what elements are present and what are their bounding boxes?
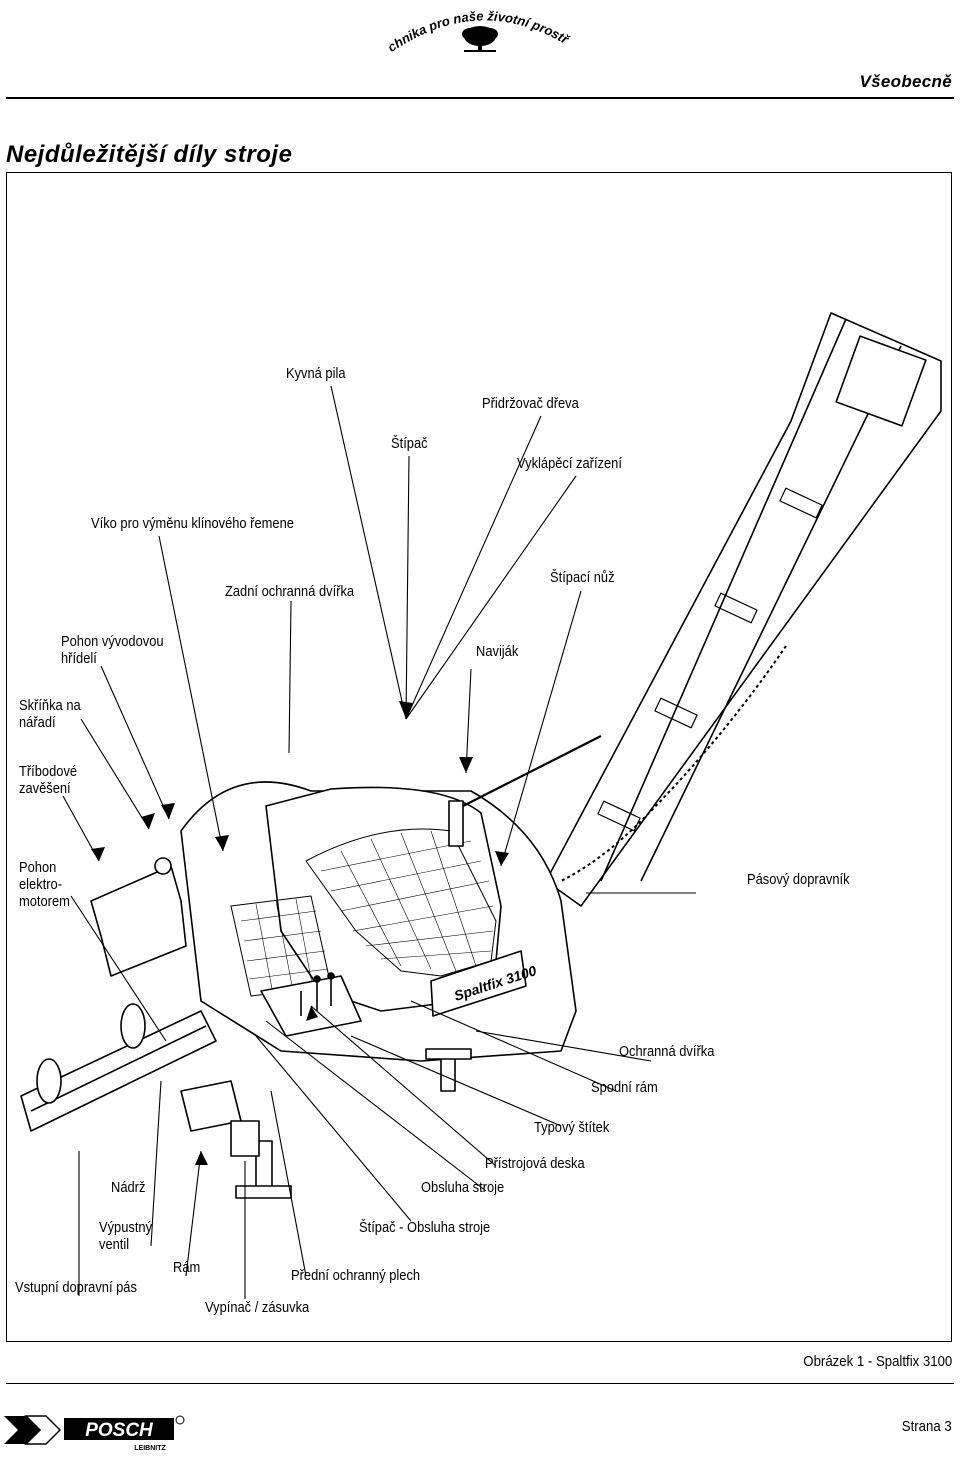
frame-drawing	[180, 1048, 472, 1199]
footer-rule	[6, 1383, 954, 1384]
conveyor-belt-drawing	[545, 312, 942, 907]
brand-slogan-logo: Technika pro naše životní prostředí	[380, 0, 580, 64]
label-vypustny-ventil: Výpustný ventil	[99, 1219, 153, 1253]
label-pohon-vyvodovou: Pohon vývodovou hřídelí	[61, 633, 164, 667]
label-vypinac: Vypínač / zásuvka	[205, 1299, 310, 1316]
label-nadrz: Nádrž	[111, 1179, 146, 1196]
label-obsluha-stroje: Obsluha stroje	[421, 1179, 505, 1196]
label-ochranna-dvirka: Ochranná dvířka	[619, 1043, 715, 1060]
machine-drawing: Spaltfix 3100	[20, 312, 942, 1299]
label-stipac: Štípač	[391, 435, 428, 452]
figure-caption: Obrázek 1 - Spaltfix 3100	[803, 1353, 952, 1370]
label-pasovy-dopravnik: Pásový dopravník	[747, 871, 850, 888]
label-pristrojova-deska: Přístrojová deska	[485, 1155, 585, 1172]
label-viko: Víko pro výměnu klínového řemene	[91, 515, 294, 532]
label-ram: Rám	[173, 1259, 201, 1276]
brand-name: POSCH	[85, 1420, 154, 1441]
label-stipaci-nuz: Štípací nůž	[550, 569, 615, 586]
brand-sub: LEIBNITZ	[134, 1445, 166, 1452]
posch-logo-icon: POSCH LEIBNITZ	[4, 1415, 185, 1452]
machine-body-drawing	[180, 735, 602, 1062]
label-predni-plech: Přední ochranný plech	[291, 1267, 421, 1284]
label-zadni-dvirka: Zadní ochranná dvířka	[225, 583, 355, 600]
page-number: Strana 3	[902, 1418, 952, 1435]
label-tribodove: Tříbodové zavěšení	[19, 763, 78, 797]
label-typovy-stitek: Typový štítek	[534, 1119, 610, 1136]
label-spodni-ram: Spodní rám	[591, 1079, 658, 1096]
tree-logo-icon: Technika pro naše životní prostředí	[380, 0, 573, 55]
figure-frame: Spaltfix 3100	[6, 172, 952, 1342]
label-stipac-obsluha: Štípač - Obsluha stroje	[359, 1219, 491, 1236]
label-kyvna-pila: Kyvná pila	[286, 365, 346, 382]
label-pohon-elektro: Pohon elektro- motorem	[19, 859, 70, 910]
label-pridrzovac-dreva: Přidržovač dřeva	[482, 395, 579, 412]
label-vyklapeci-zarizeni: Vyklápěcí zařízení	[517, 455, 622, 472]
label-navijak: Naviják	[476, 643, 519, 660]
section-label: Všeobecně	[859, 72, 952, 91]
intake-conveyor-drawing	[20, 857, 217, 1132]
page-title: Nejdůležitější díly stroje	[6, 141, 293, 168]
label-vstupni-pas: Vstupní dopravní pás	[15, 1279, 137, 1296]
label-skrinka: Skříňka na nářadí	[19, 697, 81, 731]
header-rule	[6, 97, 954, 99]
posch-logo: POSCH LEIBNITZ	[0, 1410, 190, 1454]
